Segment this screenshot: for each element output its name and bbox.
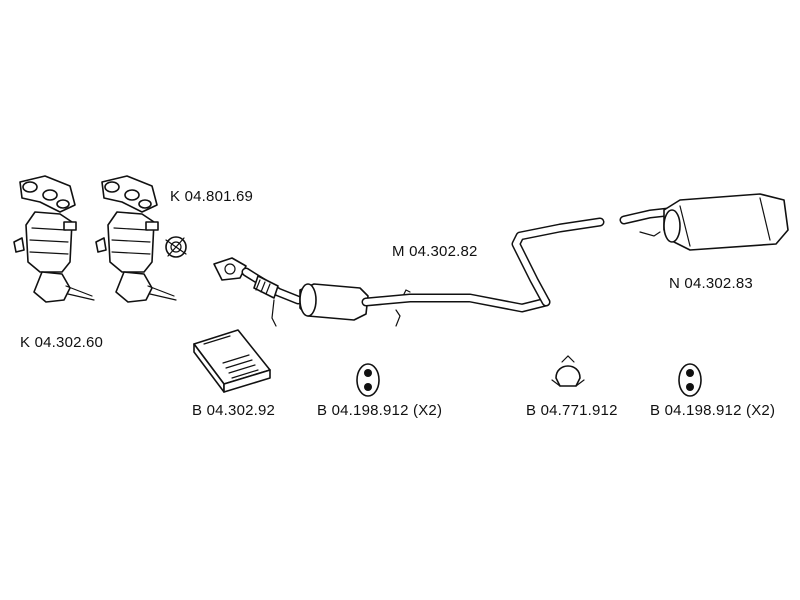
- label-k-catalyst-top: K 04.801.69: [170, 188, 254, 205]
- pipe-clamp: [551, 355, 585, 387]
- label-m-middle: M 04.302.82: [392, 243, 478, 260]
- catalyst-manifold-left: [13, 175, 95, 303]
- mounting-kit: [193, 329, 271, 393]
- catalyst-manifold-right: [95, 175, 177, 303]
- front-pipe: [213, 257, 303, 327]
- gasket-fitting: [165, 236, 187, 258]
- rubber-hanger-1: [356, 363, 380, 397]
- label-k-catalyst-left: K 04.302.60: [20, 334, 104, 351]
- rising-pipe: [511, 217, 605, 307]
- rubber-hanger-2: [678, 363, 702, 397]
- middle-silencer: [299, 283, 551, 327]
- label-b-clamp: B 04.771.912: [526, 402, 618, 419]
- label-n-rear: N 04.302.83: [669, 275, 753, 292]
- label-b-hanger-1: B 04.198.912 (X2): [317, 402, 443, 419]
- rear-silencer: [619, 193, 789, 251]
- label-b-kit: B 04.302.92: [192, 402, 276, 419]
- label-b-hanger-2: B 04.198.912 (X2): [650, 402, 776, 419]
